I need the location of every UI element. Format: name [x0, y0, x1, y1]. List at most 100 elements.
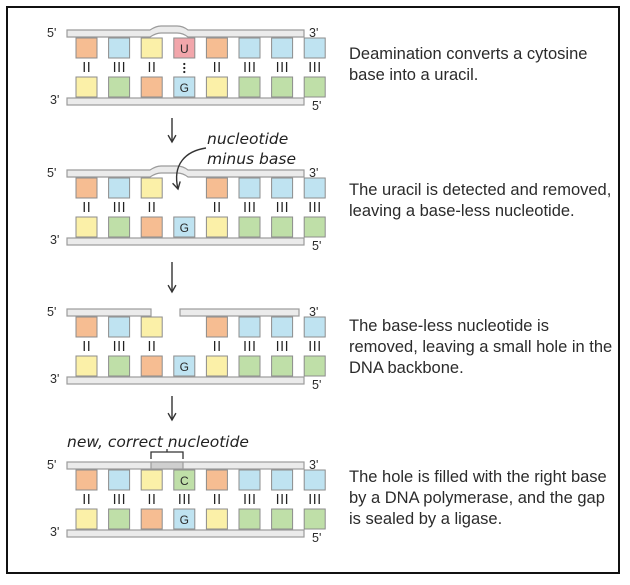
- annotation-nucleotide-minus-base: nucleotide minus base: [207, 130, 296, 168]
- step-4-diagram: C G 5' 3' 3' 5': [47, 458, 326, 545]
- base-green: [238, 76, 261, 98]
- base-yellow: [140, 37, 163, 59]
- strand-end-labels: 5' 3' 3' 5': [47, 166, 321, 253]
- base-red: [173, 37, 196, 59]
- base-orange: [140, 76, 163, 98]
- base-green: [108, 355, 131, 377]
- base-letter: G: [180, 221, 189, 235]
- base-green: [238, 508, 261, 530]
- base-yellow: [75, 508, 98, 530]
- base-letter: C: [180, 474, 189, 488]
- bottom-left-end-label: 3': [50, 525, 59, 539]
- top-backbone: [66, 461, 305, 470]
- base-yellow: [205, 508, 228, 530]
- base-letter: G: [180, 513, 189, 527]
- top-backbone: [66, 308, 300, 317]
- top-strand-bases: [75, 177, 326, 199]
- base-green: [271, 76, 294, 98]
- bottom-backbone: [66, 376, 305, 385]
- step-1-diagram: U G 5' 3' 3' 5': [47, 25, 326, 113]
- base-blue: [271, 469, 294, 491]
- step-4-caption: The hole is filled with the right base b…: [349, 468, 607, 528]
- base-green: [108, 508, 131, 530]
- top-strand-bases: [75, 316, 326, 338]
- backbone-with-bulge: [66, 25, 305, 38]
- base-orange: [140, 508, 163, 530]
- base-blue: [238, 37, 261, 59]
- base-orange: [140, 355, 163, 377]
- bottom-right-end-label: 5': [312, 378, 321, 392]
- base-blue: [271, 316, 294, 338]
- dot-bond: [183, 70, 186, 74]
- bottom-strand-bases: G: [75, 76, 326, 98]
- sealed-patch: [150, 461, 184, 470]
- step-1-caption: Deamination converts a cytosine base int…: [349, 45, 588, 84]
- base-orange: [205, 469, 228, 491]
- step-3-caption: The base-less nucleotide is removed, lea…: [349, 317, 613, 377]
- hydrogen-bonds: [83, 62, 320, 74]
- base-green: [108, 216, 131, 238]
- base-blue: [238, 316, 261, 338]
- top-right-end-label: 3': [309, 166, 318, 180]
- backbone: [66, 237, 305, 246]
- base-green: [173, 469, 196, 491]
- hydrogen-bonds: [83, 202, 320, 212]
- base-blue: [108, 37, 131, 59]
- base-green: [108, 76, 131, 98]
- base-yellow: [205, 216, 228, 238]
- base-blue: [303, 469, 326, 491]
- top-right-end-label: 3': [309, 458, 318, 472]
- base-blue: [108, 469, 131, 491]
- top-right-end-label: 3': [309, 26, 318, 40]
- figure-frame: [6, 6, 620, 574]
- base-blue: [303, 177, 326, 199]
- backbone: [66, 376, 305, 385]
- strand-end-labels: 5' 3' 3' 5': [47, 305, 321, 392]
- base-orange: [205, 37, 228, 59]
- hydrogen-bonds: [83, 341, 320, 351]
- base-blue: [271, 37, 294, 59]
- base-green: [238, 355, 261, 377]
- hydrogen-bonds: [83, 494, 320, 504]
- base-blue: [238, 177, 261, 199]
- top-backbone: [66, 25, 305, 38]
- base-green: [271, 508, 294, 530]
- base-green: [271, 355, 294, 377]
- base-blue: [173, 216, 196, 238]
- top-strand-bases: U: [75, 37, 326, 59]
- bracket-icon: [150, 449, 184, 459]
- base-green: [271, 216, 294, 238]
- dot-bond: [183, 66, 186, 70]
- base-orange: [205, 316, 228, 338]
- base-blue: [108, 177, 131, 199]
- base-blue: [303, 316, 326, 338]
- dot-bond: [183, 62, 186, 66]
- base-orange: [75, 316, 98, 338]
- step-2-diagram: G 5' 3' 3' 5': [47, 165, 326, 253]
- base-yellow: [205, 355, 228, 377]
- base-orange: [205, 177, 228, 199]
- strand-end-labels: 5' 3' 3' 5': [47, 26, 321, 113]
- backbone: [66, 97, 305, 106]
- step-3-diagram: G 5' 3' 3' 5': [47, 305, 326, 392]
- top-left-end-label: 5': [47, 166, 56, 180]
- top-right-end-label: 3': [309, 305, 318, 319]
- base-blue: [173, 508, 196, 530]
- base-letter: U: [180, 42, 189, 56]
- bottom-backbone: [66, 529, 305, 538]
- top-left-end-label: 5': [47, 305, 56, 319]
- base-letter: G: [180, 360, 189, 374]
- curved-pointer-arrow-icon: [172, 147, 207, 191]
- base-yellow: [140, 469, 163, 491]
- base-blue: [173, 76, 196, 98]
- backbone-with-bulge: [66, 165, 305, 178]
- annotation-new-correct-nucleotide: new, correct nucleotide: [67, 433, 249, 451]
- top-left-end-label: 5': [47, 26, 56, 40]
- base-blue: [303, 37, 326, 59]
- strand-end-labels: 5' 3' 3' 5': [47, 458, 321, 545]
- base-orange: [140, 216, 163, 238]
- step-2-caption: The uracil is detected and removed, leav…: [349, 181, 612, 220]
- bottom-strand-bases: G: [75, 216, 326, 238]
- bottom-left-end-label: 3': [50, 233, 59, 247]
